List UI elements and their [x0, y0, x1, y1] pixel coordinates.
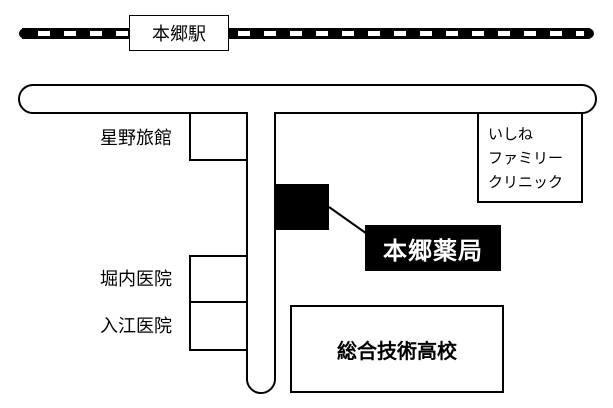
label-irie-clinic: 入江医院 — [100, 316, 172, 337]
pharmacy-pointer — [328, 206, 371, 237]
clinic-line-2: ファミリー — [488, 149, 564, 167]
school-label: 総合技術高校 — [337, 338, 457, 363]
railway-line — [19, 28, 594, 39]
pharmacy-label: 本郷薬局 — [365, 225, 501, 271]
clinic-line-3: クリニック — [488, 173, 564, 191]
clinic-line-1: いしね — [488, 125, 534, 143]
road-outline — [18, 84, 597, 394]
building-horiuchi-clinic — [189, 255, 247, 303]
building-hoshino-ryokan — [189, 113, 247, 161]
building-irie-clinic — [189, 302, 247, 351]
school-building — [290, 305, 504, 393]
building-ishine-clinic — [477, 113, 583, 203]
label-hoshino-ryokan: 星野旅館 — [100, 128, 172, 149]
label-horiuchi-clinic: 堀内医院 — [100, 269, 172, 290]
label-ishine-clinic: いしね ファミリー クリニック — [488, 122, 578, 194]
pharmacy-building — [275, 184, 329, 230]
station-label: 本郷駅 — [130, 16, 228, 50]
